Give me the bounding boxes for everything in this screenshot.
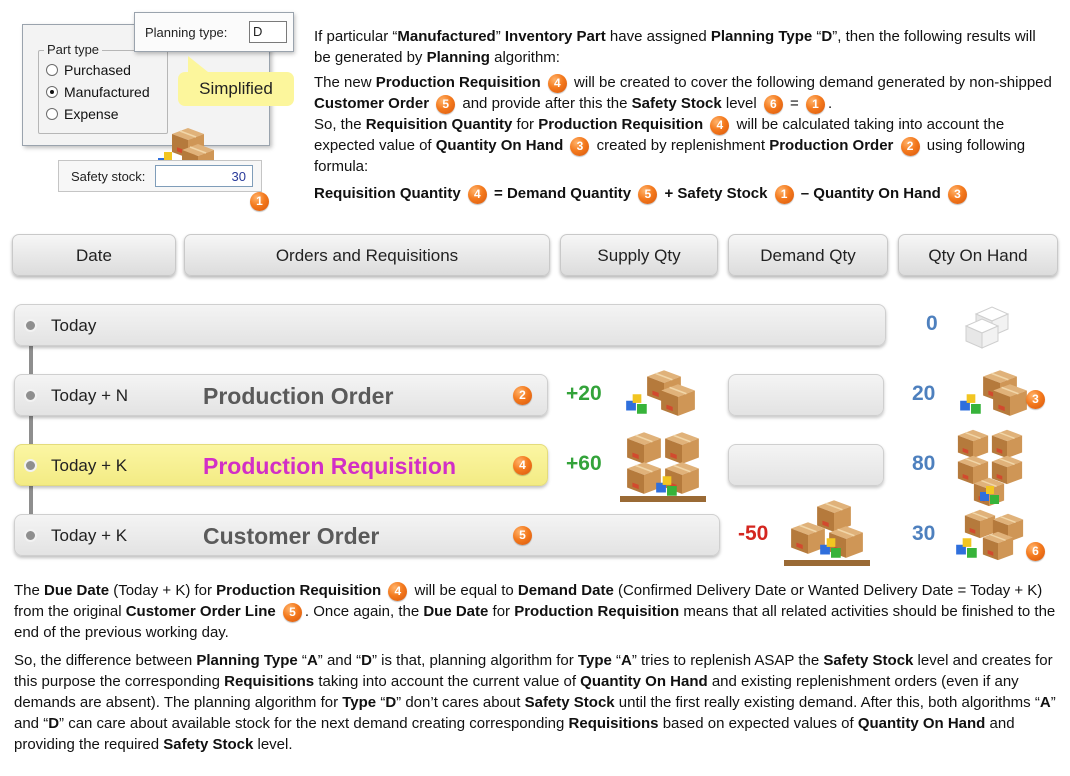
row-name: Production Requisition [203,453,456,479]
timeline-dot [24,459,37,472]
header-onhand: Qty On Hand [898,234,1058,276]
intro-paragraph-2: The new Production Requisition 4 will be… [314,73,1052,175]
intro-paragraph-1: If particular “Manufactured” Inventory P… [314,28,1036,66]
row-customer-order: Today + K Customer Order 5 [14,514,720,556]
badge-2: 2 [513,386,532,405]
row-name: Customer Order [203,523,380,549]
radio-label: Manufactured [64,84,150,100]
badge-4: 4 [547,73,567,93]
badge-6: 6 [763,94,783,114]
radio-selected-icon [46,86,58,98]
radio-purchased[interactable]: Purchased [46,62,150,78]
badge-4: 4 [467,184,487,204]
bottom-paragraph-1: The Due Date (Today + K) for Production … [14,581,1056,641]
onhand-qty: 20 [912,382,936,405]
boxes-icon [956,509,1024,561]
badge-4: 4 [710,115,730,135]
safety-stock-box: Safety stock: 30 [58,160,262,192]
row-date: Today + K [51,526,128,545]
supply-qty: +20 [566,382,602,405]
row-production-order: Today + N Production Order 2 [14,374,548,416]
part-type-options: Purchased Manufactured Expense [46,62,150,122]
radio-label: Purchased [64,62,131,78]
timeline-dot [24,529,37,542]
row-name: Production Order [203,383,394,409]
row-date: Today + N [51,386,129,405]
bottom-text: The Due Date (Today + K) for Production … [14,580,1062,762]
badge-5: 5 [282,602,302,622]
badge-3: 3 [947,184,967,204]
planning-type-input[interactable]: D [249,21,287,43]
onhand-qty: 0 [926,312,938,335]
row-today: Today [14,304,886,346]
radio-icon [46,64,58,76]
timeline-dot [24,389,37,402]
badge-4: 4 [513,456,532,475]
pallet-icon [957,429,1023,507]
timeline-line [29,324,33,536]
badge-5: 5 [513,526,532,545]
row-date: Today + K [51,456,128,475]
white-box-icon [965,306,1009,349]
formula: Requisition Quantity 4 = Demand Quantity… [314,183,1054,204]
boxes-icon [626,369,696,417]
supply-qty: +60 [566,452,602,475]
safety-stock-label: Safety stock: [71,169,146,184]
safety-stock-input[interactable]: 30 [155,165,253,187]
badge-2: 2 [900,136,920,156]
badge-3: 3 [570,136,590,156]
badge-1: 1 [250,192,269,211]
badge-1: 1 [774,184,794,204]
badge-1: 1 [805,94,825,114]
boxes-icon [960,369,1028,417]
radio-manufactured[interactable]: Manufactured [46,84,150,100]
demand-qty: -50 [738,522,769,545]
radio-expense[interactable]: Expense [46,106,150,122]
pallet-icon [784,499,870,566]
part-type-title: Part type [44,42,103,57]
badge-6: 6 [1026,542,1045,561]
timeline-dot [24,319,37,332]
simplified-callout: Simplified [178,56,294,106]
badge-3: 3 [1026,390,1045,409]
row-production-requisition: Today + K Production Requisition 4 [14,444,548,486]
onhand-qty: 80 [912,452,936,475]
planning-type-label: Planning type: [145,25,228,40]
header-demand: Demand Qty [728,234,888,276]
demand-blank [728,374,884,416]
header-orders: Orders and Requisitions [184,234,550,276]
part-type-group [38,50,168,134]
intro-text: If particular “Manufactured” Inventory P… [314,26,1054,204]
bottom-paragraph-2: So, the difference between Planning Type… [14,652,1056,753]
radio-icon [46,108,58,120]
badge-5: 5 [436,94,456,114]
badge-4: 4 [388,581,408,601]
demand-blank [728,444,884,486]
onhand-qty: 30 [912,522,936,545]
pallet-icon [620,431,706,502]
badge-5: 5 [638,184,658,204]
row-date: Today [51,316,97,335]
header-date: Date [12,234,176,276]
radio-label: Expense [64,106,119,122]
header-supply: Supply Qty [560,234,718,276]
planning-type-box: Planning type: D [134,12,294,52]
